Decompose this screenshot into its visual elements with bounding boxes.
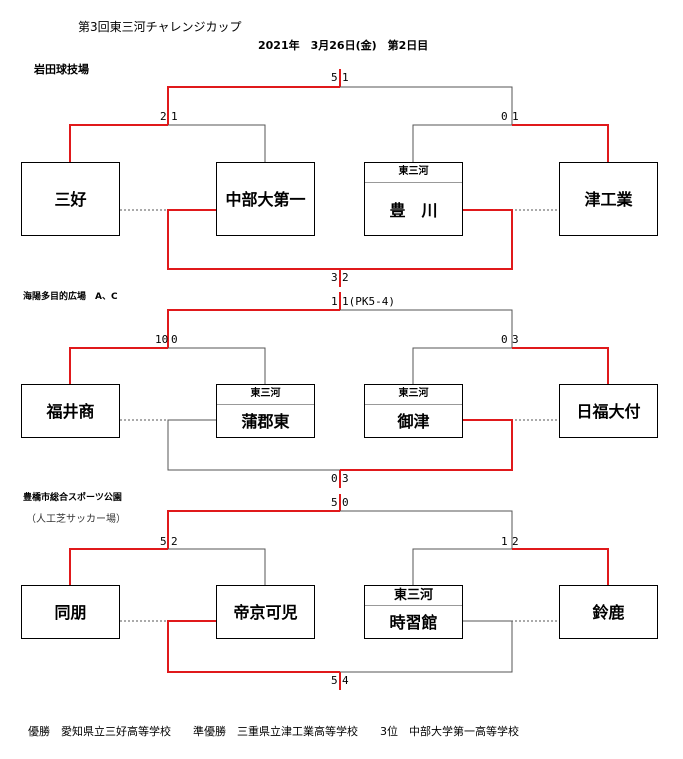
venue-2-name: 海陽多目的広場 A、C [23,292,118,302]
team-box-1-2: 中部大第一 [216,162,315,236]
final-left-arm-3 [167,510,340,549]
right-score-a: 1 [501,535,508,548]
team-name: 鈴鹿 [592,603,625,622]
final-score-b: 0 [342,496,349,509]
semi-left-win-3 [69,548,168,585]
venue-1-name: 岩田球技場 [34,63,89,76]
team-box-1-3: 東三河 豊 川 [364,162,463,236]
team-box-2-2: 東三河 蒲郡東 [216,384,315,438]
final-right-arm-3 [340,510,513,549]
team-name: 津工業 [584,190,633,209]
right-score-b: 3 [512,333,519,346]
tournament-title: 第3回東三河チャレンジカップ [78,20,242,34]
right-score-b: 1 [512,110,519,123]
right-score-a: 0 [501,110,508,123]
team-box-3-4: 鈴鹿 [559,585,658,639]
team-name: 福井商 [46,402,95,421]
third-score-a: 3 [331,271,338,284]
semi-left-lose-2 [168,347,266,384]
semi-right-win-2 [512,347,609,384]
tag-divider [217,404,314,405]
tag-divider [365,605,462,606]
semi-right-lose-1 [412,124,512,162]
final-score-a: 5 [331,496,338,509]
tag-divider [365,404,462,405]
final-score-a: 5 [331,71,338,84]
team-box-1-1: 三好 [21,162,120,236]
semi-right-lose-3 [412,548,512,585]
team-tag: 東三河 [398,388,429,399]
team-box-2-4: 日福大付 [559,384,658,438]
semi-right-win-3 [512,548,609,585]
semi-left-win-1 [69,124,168,162]
team-name: 豊 川 [389,201,438,220]
third-score-a: 5 [331,674,338,687]
left-score-a: 10 [155,333,169,346]
team-name: 帝京可児 [233,603,298,622]
team-tag: 東三河 [250,388,281,399]
team-box-3-3: 東三河 時習館 [364,585,463,639]
final-score-b: 1(PK5-4) [342,295,395,308]
third-left-2 [167,419,340,471]
final-score-b: 1 [342,71,349,84]
team-box-3-2: 帝京可児 [216,585,315,639]
final-results: 優勝 愛知県立三好高等学校 準優勝 三重県立津工業高等学校 3位 中部大学第一高… [28,725,519,738]
left-score-a: 5 [160,535,167,548]
third-right-1 [340,209,513,270]
team-name: 三好 [54,190,87,209]
third-right-2 [340,419,513,471]
final-right-arm-1 [340,86,513,125]
team-name: 中部大第一 [225,190,306,209]
team-name: 蒲郡東 [241,412,290,431]
left-score-b: 2 [171,535,178,548]
team-box-2-1: 福井商 [21,384,120,438]
team-box-2-3: 東三河 御津 [364,384,463,438]
semi-right-win-1 [512,124,609,162]
left-score-b: 0 [171,333,178,346]
left-score-a: 2 [160,110,167,123]
team-name: 御津 [397,412,430,431]
right-score-b: 2 [512,535,519,548]
match-date: 2021年 3月26日(金) 第2日目 [258,39,429,52]
semi-left-lose-3 [168,548,266,585]
team-name: 日福大付 [576,402,641,421]
left-score-b: 1 [171,110,178,123]
third-score-b: 2 [342,271,349,284]
final-score-a: 1 [331,295,338,308]
third-score-b: 3 [342,472,349,485]
third-right-3 [340,620,513,673]
team-box-3-1: 同朋 [21,585,120,639]
third-left-1 [167,209,340,270]
semi-left-win-2 [69,347,168,384]
tag-divider [365,182,462,183]
final-left-arm-1 [167,86,340,125]
final-left-arm-2 [167,309,340,348]
third-left-3 [167,620,340,673]
semi-right-lose-2 [412,347,512,384]
venue-3-name: 豊橋市総合スポーツ公園 [23,493,122,503]
team-name: 時習館 [389,613,438,632]
team-box-1-4: 津工業 [559,162,658,236]
venue-3-sub: （人工芝サッカー場） [26,514,126,525]
final-right-arm-2 [340,309,513,348]
third-score-b: 4 [342,674,349,687]
third-score-a: 0 [331,472,338,485]
right-score-a: 0 [501,333,508,346]
team-tag: 東三河 [398,166,429,177]
semi-left-lose-1 [168,124,266,162]
team-name: 同朋 [54,603,87,622]
team-tag: 東三河 [393,588,433,603]
